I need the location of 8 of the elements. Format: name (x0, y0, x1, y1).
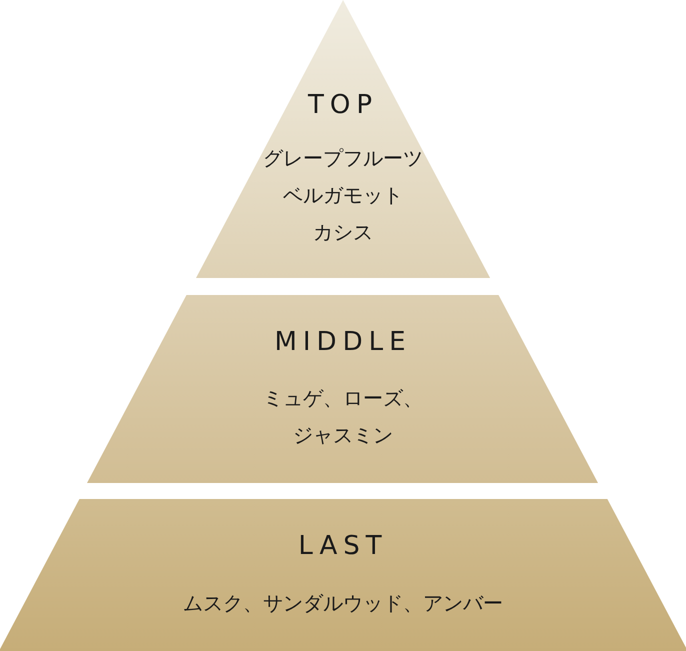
note-text: グレープフルーツ (262, 145, 424, 172)
note-text: ベルガモット (282, 182, 404, 209)
note-text: カシス (312, 219, 374, 246)
tier-heading: TOP (306, 90, 379, 120)
note-text: ムスク、サンダルウッド、アンバー (182, 590, 504, 617)
tier-heading: LAST (297, 531, 389, 561)
note-text: ミュゲ、ローズ、ジャスミン (262, 385, 424, 449)
tier-heading: MIDDLE (273, 327, 413, 357)
